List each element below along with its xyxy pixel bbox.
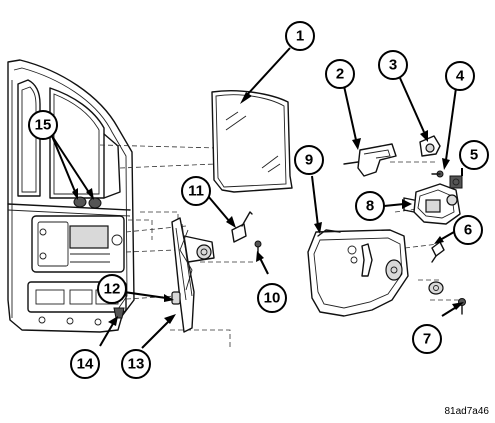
callout-14: 14	[70, 349, 100, 379]
callout-6: 6	[453, 215, 483, 245]
latch-fastener	[449, 175, 463, 189]
door-check-rod	[419, 135, 441, 157]
callout-3: 3	[378, 50, 408, 80]
callout-14-label: 14	[77, 356, 94, 373]
door-clip	[113, 307, 125, 319]
callout-5-label: 5	[470, 147, 478, 164]
hinge-bolt	[431, 170, 444, 178]
inner-trim-panel	[307, 229, 409, 317]
callout-8-label: 8	[366, 198, 374, 215]
callout-4-label: 4	[456, 68, 465, 85]
callout-9: 9	[294, 145, 324, 175]
leader-lines	[51, 47, 464, 349]
callout-11: 11	[181, 176, 211, 206]
callout-3-label: 3	[389, 57, 397, 74]
callout-12-label: 12	[104, 281, 121, 298]
callout-2: 2	[325, 59, 355, 89]
latch-grommet	[428, 281, 444, 295]
door-check-bracket	[343, 143, 397, 177]
callout-13: 13	[121, 349, 151, 379]
callout-2-label: 2	[336, 66, 344, 83]
callout-4: 4	[445, 61, 475, 91]
hinge-grommets	[73, 196, 102, 209]
callout-15: 15	[28, 110, 58, 140]
callout-12: 12	[97, 274, 127, 304]
callout-13-label: 13	[128, 356, 145, 373]
link-rod-clip	[431, 241, 445, 263]
door-inner-panel	[7, 59, 135, 333]
callout-10-label: 10	[264, 290, 281, 307]
callout-15-label: 15	[35, 117, 52, 134]
callout-6-label: 6	[464, 222, 472, 239]
window-regulator	[171, 217, 215, 333]
glass-clip	[231, 211, 253, 243]
callout-9-label: 9	[305, 152, 313, 169]
callout-7-label: 7	[423, 331, 431, 348]
callout-11-label: 11	[188, 183, 204, 200]
callout-8: 8	[355, 191, 385, 221]
callout-1-label: 1	[296, 28, 304, 45]
figure-code: 81ad7a46	[445, 406, 490, 417]
callout-1: 1	[285, 21, 315, 51]
callout-10: 10	[257, 283, 287, 313]
door-glass	[211, 90, 293, 193]
door-latch-assembly	[403, 183, 461, 225]
callout-5: 5	[459, 140, 489, 170]
callout-7: 7	[412, 324, 442, 354]
